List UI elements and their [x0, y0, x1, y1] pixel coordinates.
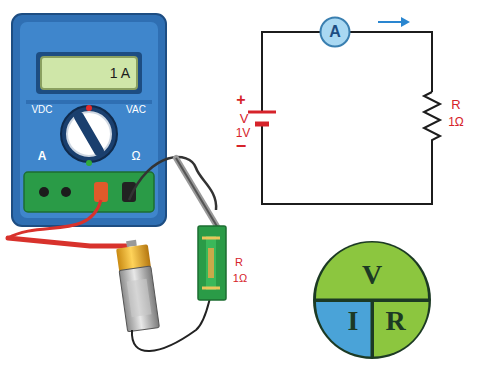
polarity-sign: + — [236, 92, 245, 108]
lcd-display: 1 A — [40, 56, 138, 90]
dial-label: VAC — [126, 105, 146, 115]
battery — [115, 238, 159, 332]
vir-ring — [313, 241, 431, 359]
multimeter — [12, 14, 166, 226]
node-text: 1 A — [110, 66, 130, 80]
vir-current-outline — [316, 302, 371, 357]
resistor-board — [198, 226, 226, 300]
red-lead — [8, 200, 101, 238]
node-text: A — [329, 24, 341, 40]
resistor-value: 1Ω — [448, 116, 464, 128]
ammeter-symbol: A — [319, 16, 351, 48]
resistor-value: 1Ω — [233, 273, 247, 284]
vir-voltage: V — [316, 244, 428, 299]
dial-label: Ω — [132, 150, 141, 162]
voltage-value: 1V — [236, 127, 251, 139]
node-text: I — [348, 307, 359, 335]
voltage-symbol: V — [240, 112, 249, 125]
dial-label: VDC — [31, 105, 52, 115]
black-probe — [176, 158, 218, 228]
dial-label: A — [38, 150, 47, 162]
wire — [132, 298, 210, 351]
resistor-name: R — [451, 98, 460, 111]
vir-resistance: R — [374, 302, 429, 357]
resistor-name: R — [235, 257, 243, 268]
red-probe — [8, 238, 126, 246]
current-arrow — [378, 17, 410, 27]
vir-current: I — [316, 302, 371, 357]
probe-tip — [176, 158, 218, 228]
node-text: V — [362, 261, 382, 289]
battery-symbol — [248, 112, 276, 124]
schematic-wires — [262, 32, 440, 204]
node-text: R — [386, 307, 406, 335]
polarity-sign: − — [236, 137, 247, 155]
